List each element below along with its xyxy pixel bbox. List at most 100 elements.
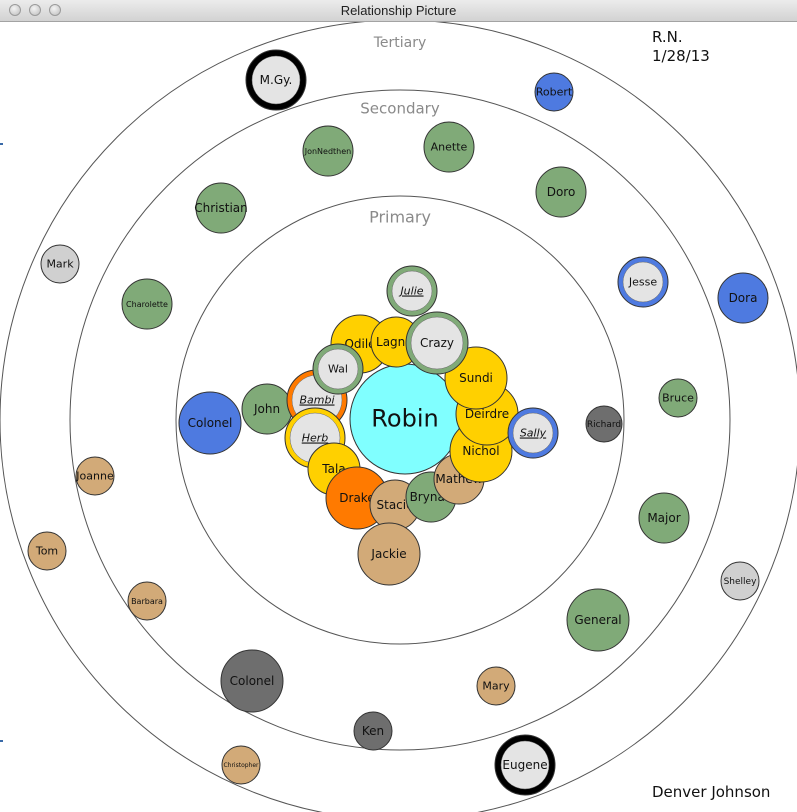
person-name: Drake xyxy=(339,491,374,505)
window-titlebar: Relationship Picture xyxy=(0,0,797,22)
person-name: Jesse xyxy=(628,276,657,289)
person-node-julie[interactable]: Julie xyxy=(386,265,438,317)
person-name: Wal xyxy=(328,363,348,376)
person-node-jesse[interactable]: Jesse xyxy=(617,256,669,308)
left-edge-mark xyxy=(0,143,3,145)
date-label: 1/28/13 xyxy=(652,47,710,65)
person-node-joanne[interactable]: Joanne xyxy=(75,456,115,496)
node-circle xyxy=(40,244,80,284)
person-name: Jackie xyxy=(370,547,406,561)
person-node-jackie[interactable]: Jackie xyxy=(357,522,421,586)
person-name: Joanne xyxy=(75,470,114,483)
author-name: Denver Johnson xyxy=(652,783,771,801)
node-circle xyxy=(127,581,167,621)
person-name: John xyxy=(253,402,280,416)
person-node-charolette[interactable]: Charolette xyxy=(121,278,173,330)
person-name: Robin xyxy=(371,405,438,433)
node-circle xyxy=(195,182,247,234)
person-node-richard[interactable]: Richard xyxy=(585,405,623,443)
person-name: Bruce xyxy=(662,392,694,405)
person-name: Odile xyxy=(344,337,375,351)
person-name: Eugene xyxy=(502,758,547,772)
person-name: Ken xyxy=(362,724,384,738)
person-node-bruce[interactable]: Bruce xyxy=(658,378,698,418)
person-name: JonNedthen xyxy=(304,147,352,156)
person-node-colonel[interactable]: Colonel xyxy=(220,649,284,713)
person-node-mark[interactable]: Mark xyxy=(40,244,80,284)
person-name: M.Gy. xyxy=(260,73,293,87)
node-circle xyxy=(717,272,769,324)
zoom-window-button[interactable] xyxy=(49,4,61,16)
person-node-robin[interactable]: Robin xyxy=(349,363,461,475)
person-node-eugene[interactable]: Eugene xyxy=(494,734,556,796)
person-node-colonel[interactable]: Colonel xyxy=(178,391,242,455)
person-name: Anette xyxy=(431,141,468,154)
person-name: Julie xyxy=(398,285,423,298)
person-name: Mark xyxy=(46,258,74,271)
person-node-shelley[interactable]: Shelley xyxy=(720,561,760,601)
node-circle xyxy=(27,531,67,571)
person-node-anette[interactable]: Anette xyxy=(423,121,475,173)
person-name: Tom xyxy=(35,545,58,558)
person-name: Barbara xyxy=(131,597,163,606)
node-circle xyxy=(500,740,550,790)
person-node-ken[interactable]: Ken xyxy=(353,711,393,751)
left-edge-mark xyxy=(0,740,3,742)
node-circle xyxy=(720,561,760,601)
node-circle xyxy=(121,278,173,330)
node-circle xyxy=(357,522,421,586)
person-node-major[interactable]: Major xyxy=(638,492,690,544)
person-node-john[interactable]: John xyxy=(241,383,293,435)
person-name: Nichol xyxy=(462,444,499,458)
node-circle xyxy=(476,666,516,706)
node-circle xyxy=(251,55,301,105)
node-circle xyxy=(622,261,664,303)
person-node-doro[interactable]: Doro xyxy=(535,166,587,218)
ring-label-tertiary: Tertiary xyxy=(373,35,427,51)
person-node-robert[interactable]: Robert xyxy=(534,72,574,112)
person-name: Robert xyxy=(536,86,573,99)
ring-label-secondary: Secondary xyxy=(360,100,440,118)
person-node-jonnedthen[interactable]: JonNedthen xyxy=(302,125,354,177)
close-window-button[interactable] xyxy=(9,4,21,16)
person-name: Deirdre xyxy=(465,407,509,421)
node-circle xyxy=(220,649,284,713)
person-name: Christopher xyxy=(223,762,259,769)
person-name: Crazy xyxy=(420,336,454,350)
person-name: Bambi xyxy=(299,394,334,407)
person-node-crazy[interactable]: Crazy xyxy=(405,311,469,375)
person-node-mary[interactable]: Mary xyxy=(476,666,516,706)
person-node-m-gy[interactable]: M.Gy. xyxy=(245,49,307,111)
node-circle xyxy=(638,492,690,544)
person-name: Richard xyxy=(587,420,621,430)
node-circle xyxy=(178,391,242,455)
node-circle xyxy=(302,125,354,177)
person-name: Charolette xyxy=(126,300,168,309)
ring-secondary xyxy=(69,89,731,751)
person-name: Sally xyxy=(520,427,547,440)
person-name: Sundi xyxy=(459,371,493,385)
person-name: Herb xyxy=(302,432,329,445)
person-name: Mary xyxy=(482,680,510,693)
person-node-tom[interactable]: Tom xyxy=(27,531,67,571)
person-name: Shelley xyxy=(724,577,757,587)
person-node-general[interactable]: General xyxy=(566,588,630,652)
person-name: General xyxy=(574,613,621,627)
person-node-christopher[interactable]: Christopher xyxy=(221,745,261,785)
node-circle xyxy=(535,166,587,218)
node-circle xyxy=(423,121,475,173)
node-circle xyxy=(512,412,554,454)
person-node-wal[interactable]: Wal xyxy=(312,343,364,395)
node-circle xyxy=(221,745,261,785)
node-circle xyxy=(585,405,623,443)
person-node-dora[interactable]: Dora xyxy=(717,272,769,324)
ring-label-primary: Primary xyxy=(369,208,431,227)
person-node-sally[interactable]: Sally xyxy=(507,407,559,459)
minimize-window-button[interactable] xyxy=(29,4,41,16)
node-circle xyxy=(353,711,393,751)
initials-label: R.N. xyxy=(652,28,683,46)
person-node-barbara[interactable]: Barbara xyxy=(127,581,167,621)
node-circle xyxy=(566,588,630,652)
person-node-christian[interactable]: Christian xyxy=(194,182,248,234)
